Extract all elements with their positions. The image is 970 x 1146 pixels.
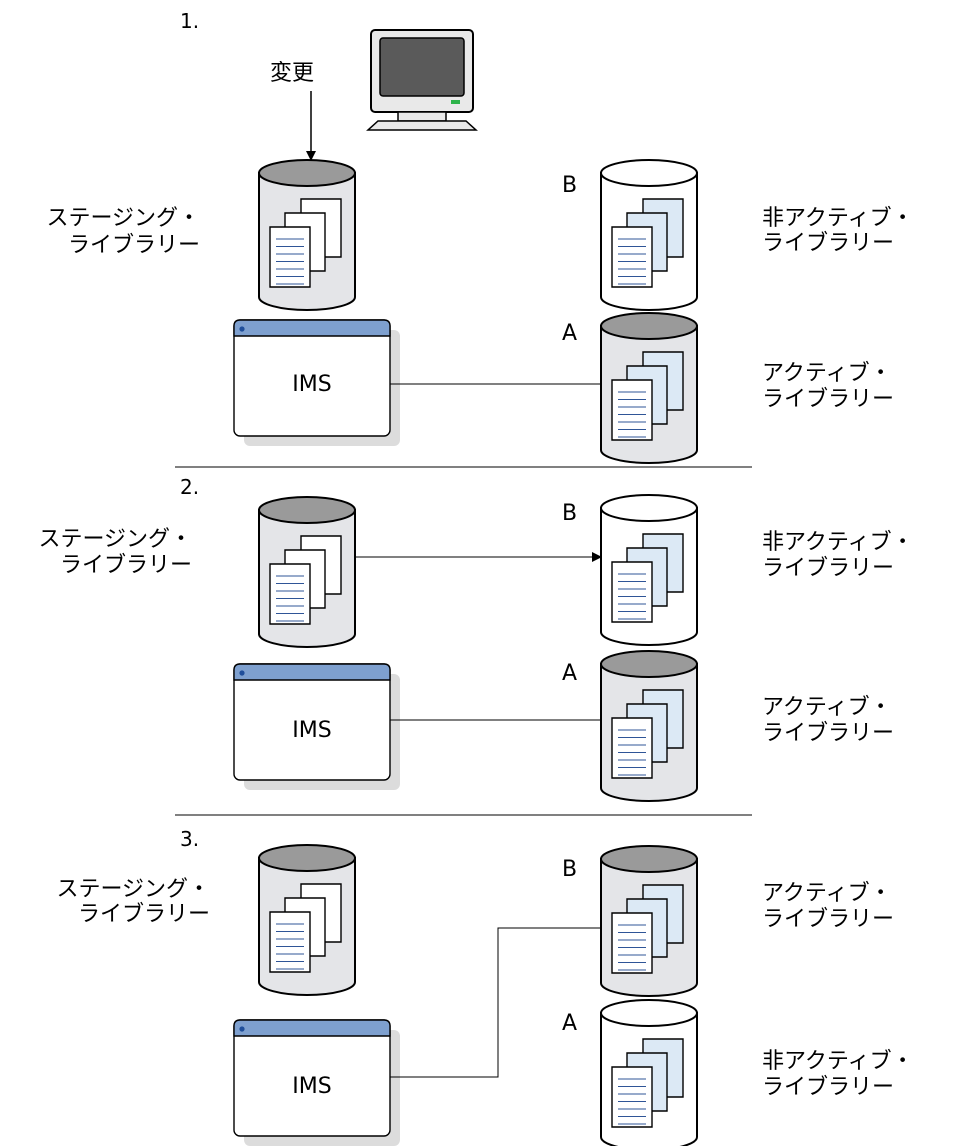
ims-window [233,663,400,790]
cylinder-top [258,496,356,524]
ims-to-library-b-connection [390,927,601,1078]
library-a-state-label-line1: 非アクティブ・ [762,1049,914,1074]
library-b-tag: B [562,501,577,526]
document-stack-icon [611,884,684,974]
staging-library-label-line1: ステージング・ [46,206,200,231]
library-a-state-label-line1: アクティブ・ [762,695,892,720]
library-b-state-label-line2: ライブラリー [762,556,894,581]
window-titlebar [233,663,391,681]
library-a-tag: A [562,661,577,686]
cylinder-top [600,999,698,1027]
library-b-state-label-line1: 非アクティブ・ [762,206,914,231]
staging-library-label-line2: ライブラリー [60,553,192,578]
ims-label: IMS [292,718,331,743]
cylinder-top [600,159,698,187]
window-dot-icon [239,670,245,676]
ims-label: IMS [292,372,331,397]
document-stack-icon [269,198,342,288]
staging-library-label-line1: ステージング・ [38,527,192,552]
library-b-tag: B [562,173,577,198]
library-a-tag: A [562,321,577,346]
document-stack-icon [611,689,684,779]
library-a-cylinder [600,999,698,1146]
library-a-state-label-line1: アクティブ・ [762,361,892,386]
library-a-state-label-line2: ライブラリー [762,721,894,746]
library-b-state-label-line1: アクティブ・ [762,881,892,906]
library-b-state-label-line1: 非アクティブ・ [762,530,914,555]
step-number: 2. [180,475,199,499]
cylinder-top [600,845,698,873]
step-1-panel: 1. ステージング・ ライブラリー B A 非アクティブ・ ライブラリー アクテ… [46,9,914,464]
ims-window [233,1019,400,1146]
library-b-cylinder [600,159,698,311]
staging-library-label-line2: ライブラリー [78,902,210,927]
computer-icon [366,29,478,131]
ims-window [233,319,400,446]
step-number: 3. [180,827,199,851]
step-2-panel: 2. ステージング・ ライブラリー B A 非アクティブ・ ライブラリー アクテ… [38,475,914,802]
library-b-tag: B [562,857,577,882]
library-b-cylinder [600,494,698,646]
ims-label: IMS [292,1074,331,1099]
library-b-cylinder [600,845,698,997]
step-3-panel: 3. ステージング・ ライブラリー B A アクティブ・ ライブラリー 非アクテ… [56,827,914,1146]
staging-library-cylinder [258,844,356,996]
window-dot-icon [239,326,245,332]
cylinder-top [258,159,356,187]
cylinder-top [258,844,356,872]
library-a-state-label-line2: ライブラリー [762,387,894,412]
staging-library-label-line1: ステージング・ [56,877,210,902]
library-a-cylinder [600,650,698,802]
staging-library-label-line2: ライブラリー [68,233,200,258]
library-a-cylinder [600,312,698,464]
document-stack-icon [611,1038,684,1128]
library-a-tag: A [562,1011,577,1036]
library-a-state-label-line2: ライブラリー [762,1075,894,1100]
document-stack-icon [611,351,684,441]
document-stack-icon [611,533,684,623]
staging-library-cylinder [258,159,356,311]
window-titlebar [233,319,391,337]
cylinder-top [600,312,698,340]
document-stack-icon [269,883,342,973]
window-dot-icon [239,1026,245,1032]
cylinder-top [600,650,698,678]
window-titlebar [233,1019,391,1037]
staging-library-cylinder [258,496,356,648]
document-stack-icon [269,535,342,625]
step-number: 1. [180,9,199,33]
change-label: 変更 [270,61,314,86]
library-b-state-label-line2: ライブラリー [762,231,894,256]
library-b-state-label-line2: ライブラリー [762,907,894,932]
cylinder-top [600,494,698,522]
document-stack-icon [611,198,684,288]
